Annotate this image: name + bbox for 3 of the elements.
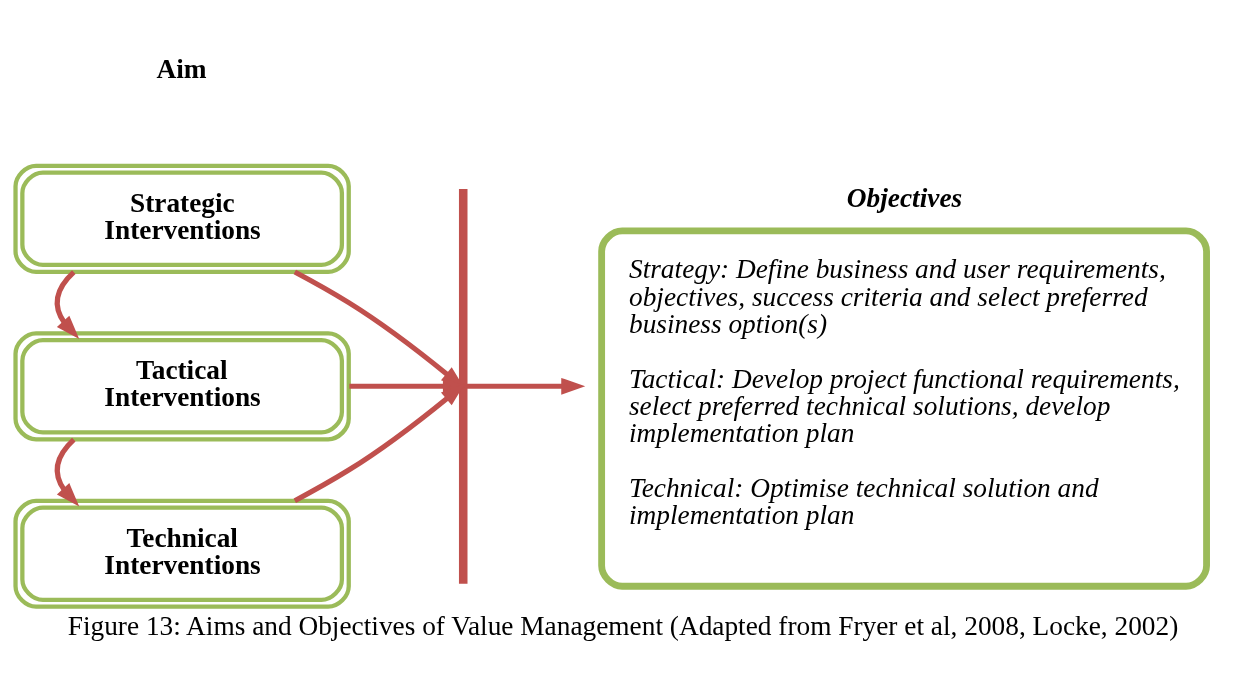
caption: Figure 13: Aims and Objectives of Value Management (Adapted from Fryer et al, 2008, Locke, 2002) — [67, 611, 1179, 642]
label: Aim — [156, 54, 207, 85]
node-label: Objectives — [846, 182, 963, 213]
